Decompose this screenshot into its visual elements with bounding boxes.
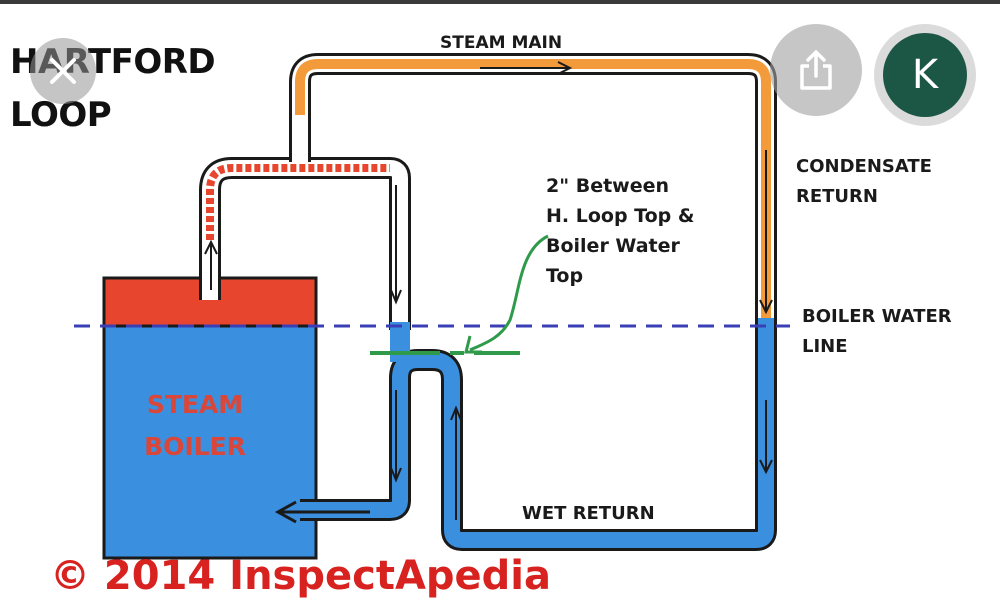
boiler-label-line-1: STEAM [146,390,244,419]
note-line-3: Boiler Water [546,235,681,257]
arrow-loop-up [450,405,462,520]
wet-return-label: WET RETURN [522,503,655,524]
note-pointer-arrow [469,234,549,352]
steam-main-label: STEAM MAIN [440,33,562,53]
boiler-water [102,324,318,560]
condensate-return-label-2: RETURN [796,186,878,207]
title-line-2: LOOP [10,95,112,135]
arrow-into-boiler [274,500,370,524]
arrow-wet-return [759,400,773,475]
arrow-steam-main [480,61,573,75]
top-border [0,0,1000,4]
avatar: K [883,33,967,117]
note-line-1: 2" Between [546,175,669,197]
avatar-letter: K [911,52,939,98]
boiler-water-line-label-1: BOILER WATER [802,306,952,327]
share-button[interactable] [770,24,862,116]
arrow-condensate [759,150,773,315]
note-line-2: H. Loop Top & [546,205,694,227]
boiler-label-line-2: BOILER [144,432,246,461]
boiler-label: STEAM BOILER [110,384,280,468]
copyright-watermark: © 2014 InspectApedia [50,553,551,599]
close-button[interactable] [30,38,96,104]
arrow-riser-up [204,239,218,290]
steam-main-pipe [289,53,777,322]
account-avatar-button[interactable]: K [874,24,976,126]
hartford-loop-diagram: STEAM MAIN CONDENSATE RETURN BOILER WATE… [74,33,952,560]
arrow-header-down [390,185,402,305]
note-line-4: Top [546,265,583,287]
share-icon [800,50,832,90]
flow-arrows [204,61,773,524]
close-icon [50,58,76,84]
arrow-return-down [390,390,402,483]
condensate-return-label-1: CONDENSATE [796,156,932,177]
boiler-water-line-label-2: LINE [802,336,848,357]
